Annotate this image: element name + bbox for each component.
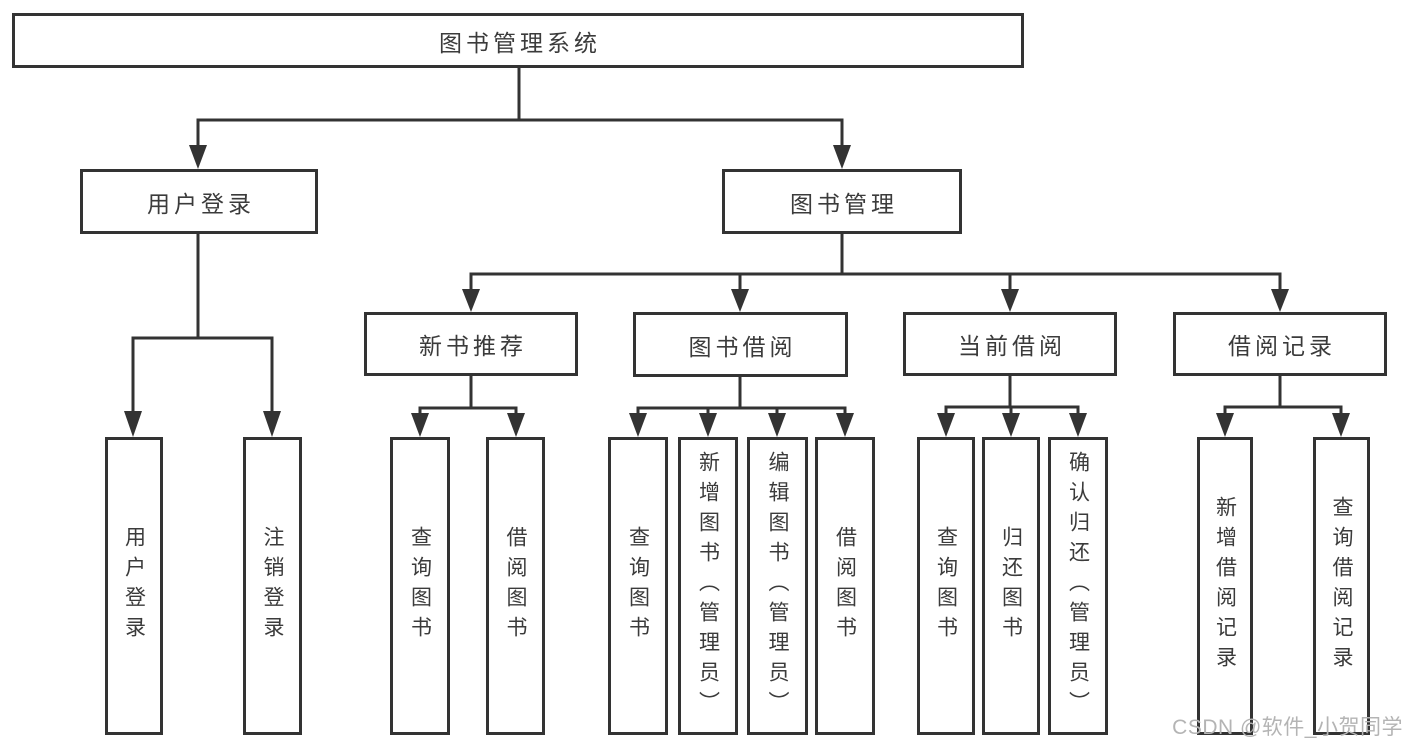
leaf-logout: 注销登录 xyxy=(243,437,302,735)
node-library-management-system: 图书管理系统 xyxy=(12,13,1024,68)
leaf-return-books: 归还图书 xyxy=(982,437,1040,735)
node-label: 查询图书 xyxy=(934,526,958,646)
leaf-confirm-return-admin: 确认归还（管理员） xyxy=(1048,437,1108,735)
leaf-user-login: 用户登录 xyxy=(105,437,163,735)
node-borrowing-records: 借阅记录 xyxy=(1173,312,1387,376)
node-label: 新书推荐 xyxy=(419,333,527,359)
node-label: 归还图书 xyxy=(999,526,1023,646)
leaf-query-borrow-record: 查询借阅记录 xyxy=(1313,437,1370,735)
node-label: 新增图书（管理员） xyxy=(696,451,720,721)
node-label: 确认归还（管理员） xyxy=(1066,451,1090,721)
node-user-login: 用户登录 xyxy=(80,169,318,234)
node-label: 借阅记录 xyxy=(1228,333,1336,359)
leaf-borrow-books: 借阅图书 xyxy=(486,437,545,735)
node-label: 用户登录 xyxy=(122,526,146,646)
node-label: 图书借阅 xyxy=(688,333,797,360)
node-label: 注销登录 xyxy=(261,526,284,646)
node-label: 编辑图书（管理员） xyxy=(766,451,789,721)
node-label: 新增借阅记录 xyxy=(1213,496,1237,676)
node-label: 查询图书 xyxy=(408,526,432,646)
node-label: 当前借阅 xyxy=(958,333,1066,359)
leaf-add-borrow-record: 新增借阅记录 xyxy=(1197,437,1253,735)
node-label: 借阅图书 xyxy=(504,526,527,646)
node-label: 用户登录 xyxy=(147,190,255,217)
leaf-add-books-admin: 新增图书（管理员） xyxy=(678,437,738,735)
node-label: 借阅图书 xyxy=(833,526,857,646)
node-label: 图书管理 xyxy=(790,190,898,217)
node-book-borrowing: 图书借阅 xyxy=(633,312,848,377)
leaf-query-books: 查询图书 xyxy=(390,437,450,735)
node-current-borrowing: 当前借阅 xyxy=(903,312,1117,376)
node-label: 查询图书 xyxy=(626,526,650,646)
leaf-query-books: 查询图书 xyxy=(608,437,668,735)
node-label: 图书管理系统 xyxy=(439,29,601,56)
node-new-book-recommend: 新书推荐 xyxy=(364,312,578,376)
node-label: 查询借阅记录 xyxy=(1330,496,1353,676)
leaf-query-books: 查询图书 xyxy=(917,437,975,735)
leaf-edit-books-admin: 编辑图书（管理员） xyxy=(747,437,808,735)
node-book-management: 图书管理 xyxy=(722,169,962,234)
csdn-watermark: CSDN @软件_小贺同学 xyxy=(1172,716,1403,739)
leaf-borrow-books: 借阅图书 xyxy=(815,437,875,735)
